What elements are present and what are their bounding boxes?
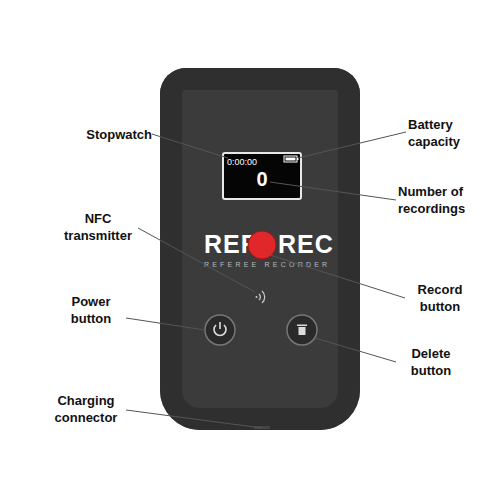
callout-label: Power button [56, 293, 126, 327]
brand-text: REC [278, 230, 334, 259]
device-body: REF REC REFEREE RECORDER 0:00:000 [160, 68, 360, 430]
callout-label: Delete button [396, 345, 466, 379]
recording-count: 0 [224, 168, 300, 191]
callout-label: Charging connector [46, 392, 126, 426]
callout-label: Stopwatch [40, 126, 152, 143]
display-screen: 0:00:000 [222, 152, 302, 200]
brand-subtitle: REFEREE RECORDER [204, 261, 330, 268]
callout-label: Battery capacity [408, 116, 478, 150]
stopwatch-readout: 0:00:00 [227, 157, 257, 167]
callout-label: Number of recordings [398, 183, 486, 217]
brand-text: REF [204, 230, 257, 259]
callout-label: Record button [405, 281, 475, 315]
callout-label: NFC transmitter [58, 210, 138, 244]
